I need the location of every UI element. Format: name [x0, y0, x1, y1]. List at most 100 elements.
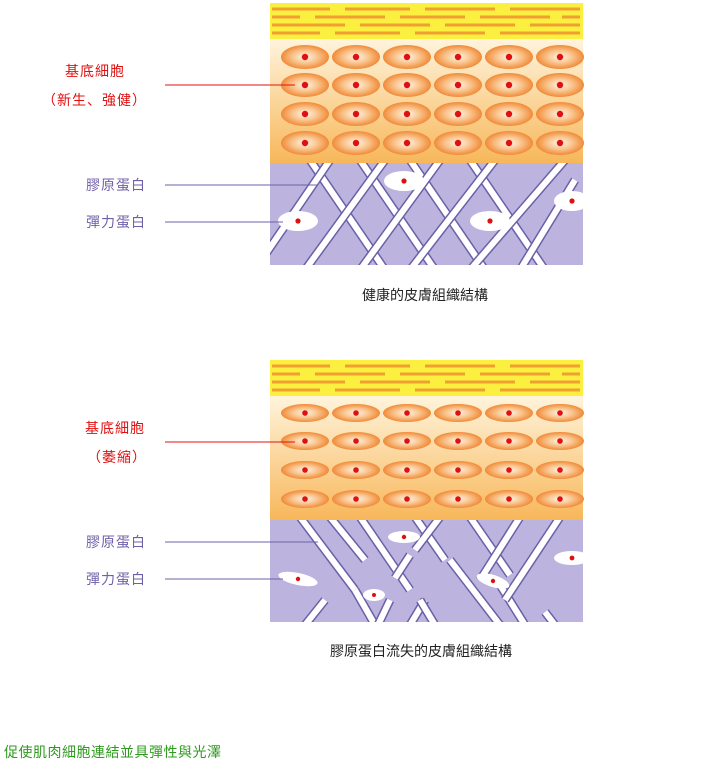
- collagen-fiber: [392, 553, 413, 580]
- cell-nucleus: [353, 467, 359, 473]
- cell-nucleus: [557, 410, 563, 416]
- basal-cell-label: 基底細胞: [65, 64, 125, 80]
- cell-nucleus: [301, 53, 309, 61]
- healthy-skin-diagram: [165, 3, 584, 265]
- elastin-cells: [278, 531, 583, 601]
- cell-nucleus: [505, 110, 513, 118]
- tagline: 促使肌肉細胞連結並具彈性與光澤: [4, 745, 222, 761]
- collagen-fiber: [298, 520, 358, 592]
- cell-nucleus: [506, 467, 512, 473]
- collagen-fiber: [304, 163, 387, 265]
- elastin-label: 彈力蛋白: [86, 215, 146, 231]
- cell-nucleus: [302, 467, 308, 473]
- elastin-nucleus: [487, 218, 493, 224]
- cell-nucleus: [556, 53, 564, 61]
- stratum-corneum-stripes: [272, 364, 580, 392]
- collagen-fiber: [328, 520, 368, 562]
- cell-nucleus: [454, 110, 462, 118]
- cell-nucleus: [302, 410, 308, 416]
- collagen-fibers: [296, 520, 564, 622]
- cell-nucleus: [301, 110, 309, 118]
- elastin-nucleus: [569, 555, 575, 561]
- damaged-skin-panel: 基底細胞 （萎縮） 膠原蛋白 彈力蛋白 膠原蛋白流失的皮膚組織結構: [0, 357, 714, 687]
- cell-nucleus: [352, 110, 360, 118]
- cell-nucleus: [301, 81, 309, 89]
- collagen-fiber: [477, 520, 522, 582]
- elastin-cell: [554, 551, 583, 565]
- collagen-fiber: [542, 610, 557, 622]
- cell-nucleus: [557, 496, 563, 502]
- cell-nucleus: [353, 410, 359, 416]
- collagen-fiber: [497, 583, 527, 622]
- collagen-fiber: [502, 520, 562, 602]
- cell-nucleus: [403, 139, 411, 147]
- collagen-label: 膠原蛋白: [86, 178, 146, 194]
- collagen-fiber: [470, 163, 567, 265]
- collagen-fibers: [270, 163, 579, 265]
- collagen-fiber: [410, 163, 497, 265]
- collagen-label: 膠原蛋白: [86, 535, 146, 551]
- cell-nucleus: [506, 438, 512, 444]
- elastin-nucleus: [401, 534, 407, 540]
- collagen-fiber: [417, 598, 437, 622]
- healthy-skin-panel: 基底細胞 （新生、強健） 膠原蛋白 彈力蛋白 健康的皮膚組織結構: [0, 0, 714, 330]
- collagen-fiber: [303, 598, 328, 622]
- collagen-fiber: [376, 598, 393, 622]
- damaged-caption: 膠原蛋白流失的皮膚組織結構: [330, 644, 512, 660]
- elastin-nucleus: [401, 178, 407, 184]
- cell-nucleus: [505, 53, 513, 61]
- cell-nucleus: [302, 438, 308, 444]
- cell-nucleus: [302, 496, 308, 502]
- cell-nucleus: [454, 81, 462, 89]
- collagen-fiber: [413, 520, 448, 562]
- cell-nucleus: [556, 139, 564, 147]
- cell-nucleus: [404, 410, 410, 416]
- cell-nucleus: [404, 467, 410, 473]
- basal-cell-sublabel: （新生、強健）: [42, 93, 147, 109]
- healthy-caption: 健康的皮膚組織結構: [362, 288, 488, 304]
- cell-nucleus: [557, 438, 563, 444]
- collagen-fiber: [352, 588, 377, 622]
- cell-nucleus: [506, 496, 512, 502]
- cell-nucleus: [352, 53, 360, 61]
- elastin-cell: [554, 191, 583, 211]
- collagen-fiber: [447, 558, 502, 622]
- basal-cell-sublabel: （萎縮）: [87, 450, 147, 466]
- elastin-nucleus: [295, 576, 301, 582]
- cell-nucleus: [455, 438, 461, 444]
- collagen-fiber: [359, 163, 442, 265]
- cell-nucleus: [557, 467, 563, 473]
- cell-nucleus: [455, 410, 461, 416]
- cell-nucleus: [403, 81, 411, 89]
- collagen-fiber: [412, 520, 442, 552]
- stratum-corneum-stripes: [272, 7, 580, 35]
- cell-nucleus: [454, 53, 462, 61]
- damaged-skin-diagram: [165, 360, 584, 622]
- basal-cells: [281, 404, 584, 508]
- cell-nucleus: [353, 496, 359, 502]
- elastin-nucleus: [295, 218, 301, 224]
- collagen-fiber: [270, 163, 332, 254]
- cell-nucleus: [506, 410, 512, 416]
- cell-nucleus: [455, 496, 461, 502]
- basal-cells: [281, 45, 584, 155]
- elastin-nucleus: [569, 198, 575, 204]
- cell-nucleus: [505, 81, 513, 89]
- cell-nucleus: [353, 438, 359, 444]
- cell-nucleus: [505, 139, 513, 147]
- cell-nucleus: [403, 110, 411, 118]
- collagen-fiber: [358, 520, 413, 592]
- elastin-cells: [278, 171, 583, 231]
- elastin-nucleus: [372, 593, 376, 597]
- collagen-fiber: [468, 520, 513, 577]
- cell-nucleus: [556, 81, 564, 89]
- cell-nucleus: [556, 110, 564, 118]
- cell-nucleus: [352, 139, 360, 147]
- cell-nucleus: [403, 53, 411, 61]
- cell-nucleus: [455, 467, 461, 473]
- elastin-nucleus: [490, 578, 496, 584]
- cell-nucleus: [301, 139, 309, 147]
- cell-nucleus: [352, 81, 360, 89]
- elastin-label: 彈力蛋白: [86, 572, 146, 588]
- cell-nucleus: [404, 438, 410, 444]
